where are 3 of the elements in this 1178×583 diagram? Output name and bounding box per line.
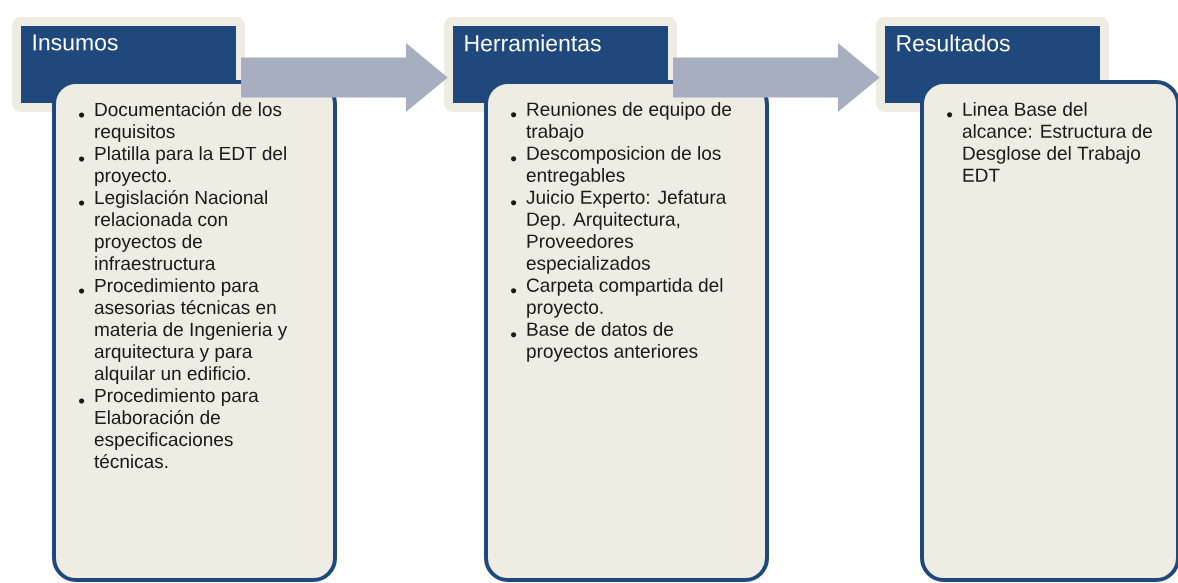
content-box: Documentación de los requisitos Platilla para la EDT del proyecto. Legislación Nacional relacionada con proyectos de infraestructura Procedimiento para asesorias técnicas en materia de Ingenieria y arquitectura y para alquilar un edificio. Procedimiento para Elaboración de especificaciones técnicas. bbox=[52, 80, 337, 582]
content-box: Linea Base del alcance: Estructura de Desglose del Trabajo EDT bbox=[920, 80, 1178, 582]
content-box: Reuniones de equipo de trabajo Descomposicion de los entregables Juicio Experto: Jefatura Dep. Arquitectura, Proveedores especializados Carpeta compartida del proyecto. Base de datos de proyectos anteriores bbox=[484, 80, 769, 582]
